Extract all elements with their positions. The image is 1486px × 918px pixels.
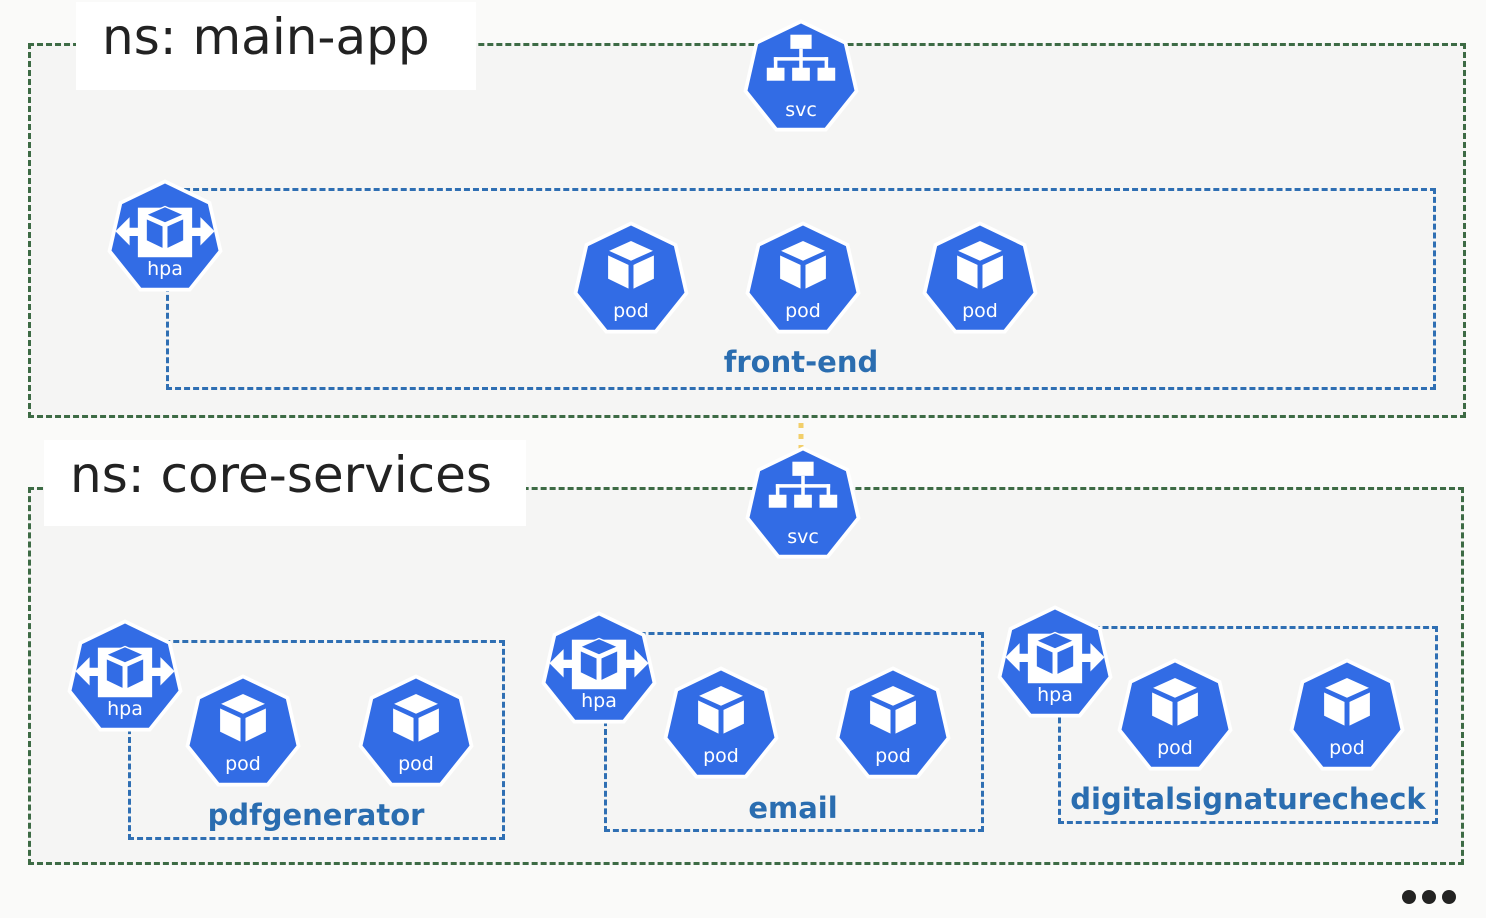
svc-heptagon bbox=[743, 19, 859, 132]
pod-label: pod bbox=[785, 300, 821, 322]
digitalsignaturecheck-pod-icon[interactable]: pod bbox=[1116, 656, 1234, 774]
hpa-heptagon bbox=[997, 605, 1113, 718]
cube-glyph bbox=[955, 239, 1005, 291]
pod-heptagon bbox=[663, 666, 779, 779]
svc-label: svc bbox=[785, 99, 817, 121]
hpa-heptagon bbox=[67, 619, 183, 732]
group-label-email: email bbox=[748, 791, 838, 825]
group-digitalsignaturecheck bbox=[1058, 626, 1438, 824]
namespace-main-app bbox=[28, 43, 1466, 418]
cube-glyph bbox=[606, 239, 656, 291]
digitalsignaturecheck-hpa-icon[interactable]: hpa bbox=[996, 603, 1114, 721]
more-icon[interactable] bbox=[1402, 890, 1456, 904]
email-pod-icon[interactable]: pod bbox=[834, 664, 952, 782]
group-label-pdfgenerator: pdfgenerator bbox=[207, 798, 425, 832]
core-services-svc-icon[interactable]: svc bbox=[744, 444, 862, 562]
pdfgenerator-hpa-icon[interactable]: hpa bbox=[66, 617, 184, 735]
pod-heptagon bbox=[922, 221, 1038, 334]
namespace-core-services bbox=[28, 487, 1464, 865]
cube-glyph bbox=[391, 692, 441, 744]
pod-heptagon bbox=[573, 221, 689, 334]
pod-label: pod bbox=[613, 300, 649, 322]
hpa-label: hpa bbox=[107, 698, 143, 720]
email-pod-icon[interactable]: pod bbox=[662, 664, 780, 782]
pdfgenerator-pod-icon[interactable]: pod bbox=[357, 672, 475, 790]
pod-heptagon bbox=[358, 674, 474, 787]
cube-glyph bbox=[549, 637, 649, 690]
hpa-heptagon bbox=[541, 611, 657, 724]
email-hpa-icon[interactable]: hpa bbox=[540, 609, 658, 727]
hpa-label: hpa bbox=[1037, 684, 1073, 706]
namespace-label-main-app: ns: main-app bbox=[76, 2, 476, 90]
pod-label: pod bbox=[1329, 737, 1365, 759]
cube-glyph bbox=[1322, 676, 1372, 728]
cube-glyph bbox=[1005, 631, 1105, 684]
pod-label: pod bbox=[962, 300, 998, 322]
namespace-label-core-services: ns: core-services bbox=[44, 440, 526, 526]
cube-glyph bbox=[778, 239, 828, 291]
svc-label: svc bbox=[787, 526, 819, 548]
hpa-label: hpa bbox=[147, 258, 183, 280]
hierarchy-glyph bbox=[768, 461, 838, 508]
digitalsignaturecheck-pod-icon[interactable]: pod bbox=[1288, 656, 1406, 774]
cube-glyph bbox=[75, 645, 175, 698]
group-email bbox=[604, 632, 984, 832]
frontend-pod-icon[interactable]: pod bbox=[572, 219, 690, 337]
cube-glyph bbox=[218, 692, 268, 744]
pod-heptagon bbox=[835, 666, 951, 779]
cube-glyph bbox=[868, 684, 918, 736]
cube-glyph bbox=[1150, 676, 1200, 728]
cube-glyph bbox=[115, 205, 215, 258]
pod-heptagon bbox=[1289, 658, 1405, 771]
hierarchy-glyph bbox=[766, 34, 836, 81]
pod-label: pod bbox=[398, 753, 434, 775]
pod-heptagon bbox=[745, 221, 861, 334]
frontend-pod-icon[interactable]: pod bbox=[744, 219, 862, 337]
pdfgenerator-pod-icon[interactable]: pod bbox=[184, 672, 302, 790]
pod-heptagon bbox=[185, 674, 301, 787]
frontend-hpa-icon[interactable]: hpa bbox=[106, 177, 224, 295]
pod-heptagon bbox=[1117, 658, 1233, 771]
pod-label: pod bbox=[703, 745, 739, 767]
main-app-svc-icon[interactable]: svc bbox=[742, 17, 860, 135]
more-dot bbox=[1402, 890, 1416, 904]
pod-label: pod bbox=[875, 745, 911, 767]
group-label-frontend: front-end bbox=[723, 345, 879, 379]
more-dot bbox=[1442, 890, 1456, 904]
more-dot bbox=[1422, 890, 1436, 904]
hpa-label: hpa bbox=[581, 690, 617, 712]
group-pdfgenerator bbox=[128, 640, 505, 840]
group-label-digitalsignaturecheck: digitalsignaturecheck bbox=[1070, 782, 1426, 816]
cube-glyph bbox=[696, 684, 746, 736]
frontend-pod-icon[interactable]: pod bbox=[921, 219, 1039, 337]
svc-heptagon bbox=[745, 446, 861, 559]
pod-label: pod bbox=[225, 753, 261, 775]
hpa-heptagon bbox=[107, 179, 223, 292]
pod-label: pod bbox=[1157, 737, 1193, 759]
